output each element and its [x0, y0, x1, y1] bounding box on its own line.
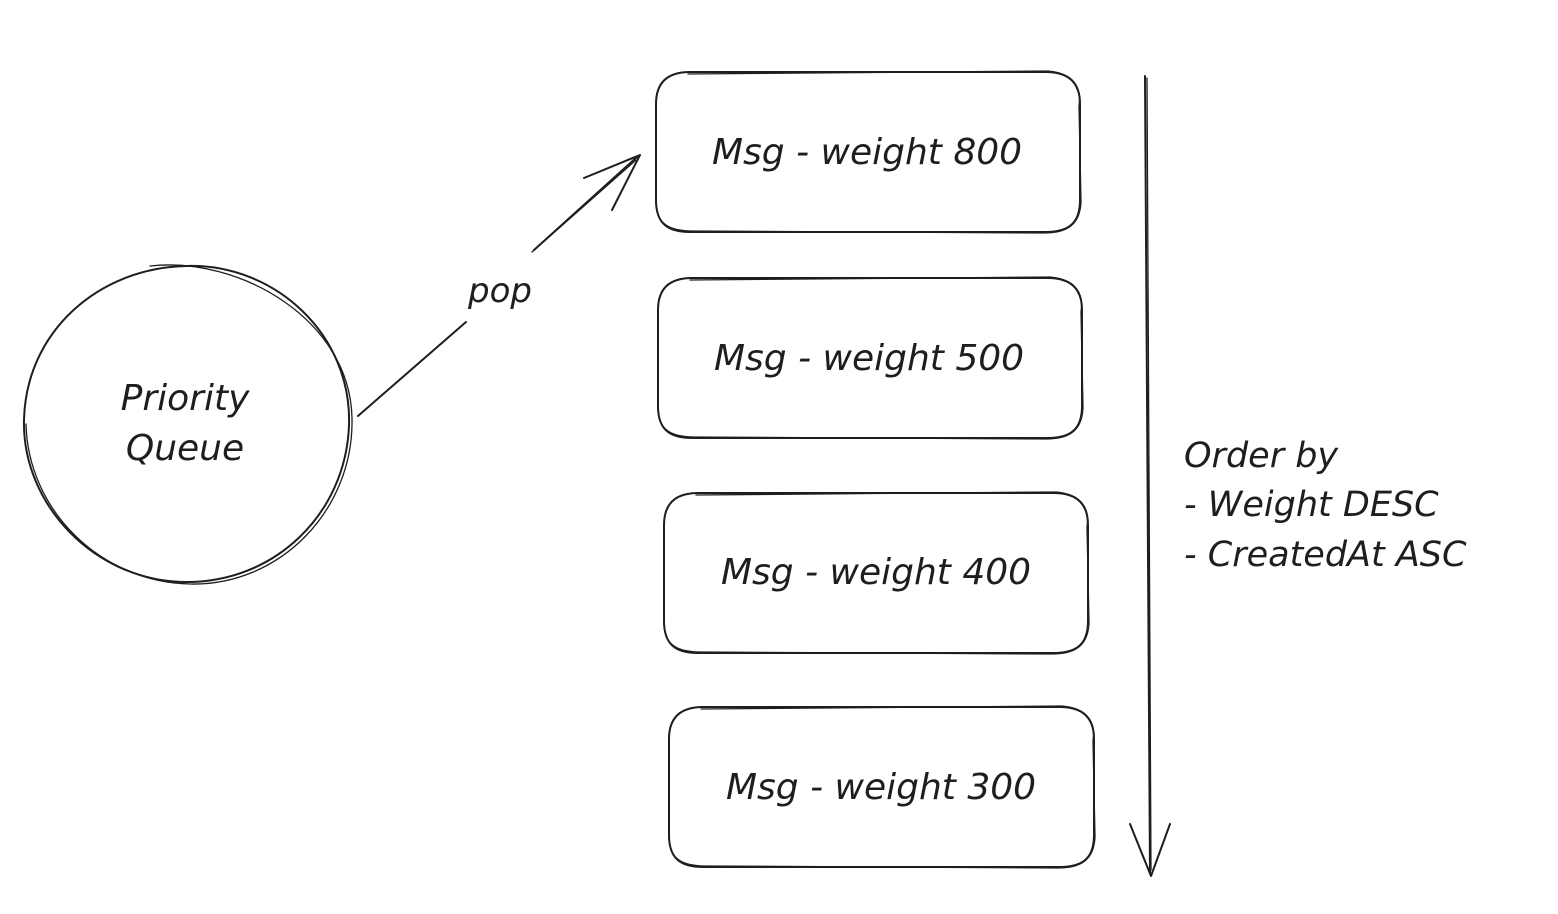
order-arrow [1129, 75, 1171, 877]
message-box[interactable]: Msg - weight 400 [663, 491, 1090, 655]
message-label: Msg - weight 500 [714, 338, 1024, 379]
message-label: Msg - weight 800 [712, 132, 1022, 173]
message-box[interactable]: Msg - weight 500 [657, 276, 1084, 440]
order-by-rule-weight: - Weight DESC [1184, 485, 1439, 525]
message-box-overstroke [668, 705, 1096, 869]
order-by-rule-createdat: - CreatedAt ASC [1184, 535, 1467, 575]
queue-label-line1: Priority [121, 378, 250, 419]
message-label: Msg - weight 300 [726, 767, 1036, 808]
order-arrow-shaft-overstroke [1146, 77, 1152, 871]
message-box[interactable]: Msg - weight 800 [655, 70, 1082, 234]
queue-label-line2: Queue [126, 428, 244, 469]
pop-arrow-shaft-lower [357, 321, 467, 417]
message-box-overstroke [663, 491, 1090, 655]
priority-queue-node[interactable]: Priority Queue [22, 264, 353, 585]
message-box-overstroke [655, 70, 1082, 234]
order-arrow-shaft [1144, 75, 1151, 875]
message-box-overstroke [657, 276, 1084, 440]
message-label: Msg - weight 400 [721, 552, 1031, 593]
message-box[interactable]: Msg - weight 300 [668, 705, 1096, 869]
pop-arrow[interactable]: pop [357, 154, 641, 417]
pop-arrow-shaft-upper-overstroke [531, 159, 637, 253]
pop-arrow-head [583, 154, 641, 211]
order-arrow-head [1129, 823, 1171, 877]
queue-circle-overstroke [25, 264, 353, 585]
pop-arrow-label: pop [467, 271, 532, 311]
order-by-note: Order by - Weight DESC - CreatedAt ASC [1184, 436, 1467, 575]
order-by-title: Order by [1184, 436, 1339, 476]
